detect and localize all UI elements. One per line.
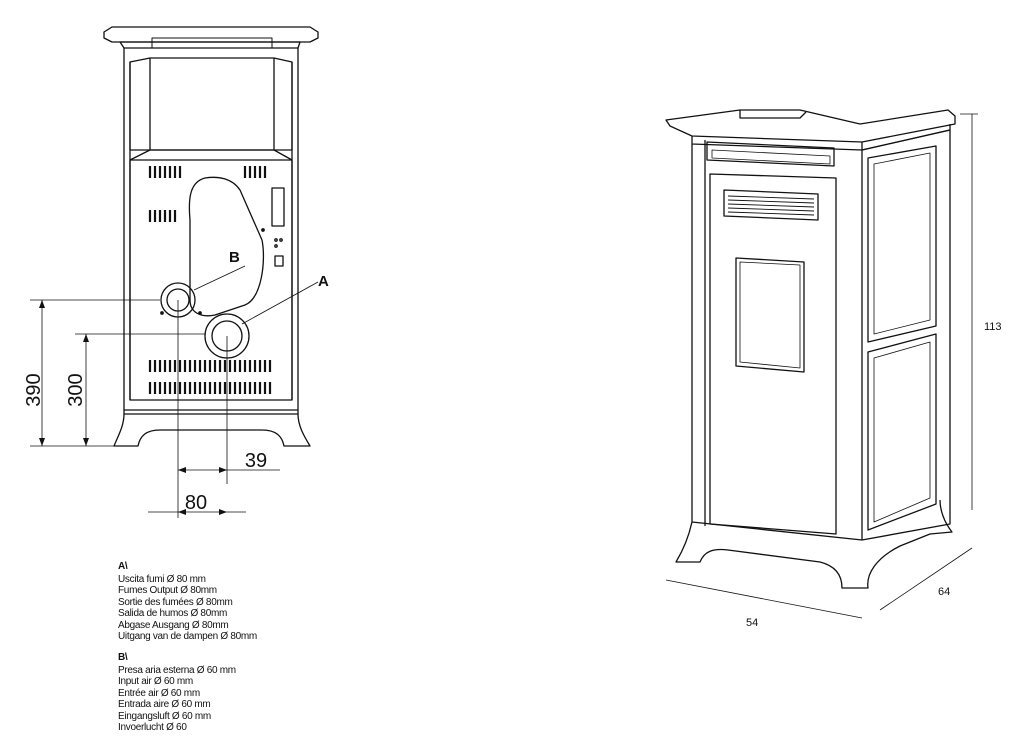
dim-offset-39: 39 — [245, 450, 267, 472]
legend-a-line: Fumes Output Ø 80mm — [118, 585, 217, 596]
perspective-dimension-lines — [665, 113, 978, 619]
legend-b-header: B\ — [118, 652, 128, 663]
legend-b-line: Entrée air Ø 60 mm — [118, 687, 200, 699]
legend-b-line: Invoerlucht Ø 60 — [118, 722, 187, 733]
legend-b-line: Presa aria esterna Ø 60 mm — [118, 664, 236, 676]
perspective-view — [665, 109, 956, 589]
legend-a-header: A\ — [118, 561, 128, 572]
legend-b-line: Entrada aire Ø 60 mm — [118, 699, 211, 710]
dim-height-113: 113 — [984, 321, 1002, 333]
legend-a-line: Uitgang van de dampen Ø 80mm — [118, 631, 257, 642]
dim-depth-64: 64 — [938, 586, 950, 598]
rear-view — [103, 26, 319, 447]
legend-b: B\ Presa aria esterna Ø 60 mm Input air … — [118, 652, 236, 734]
rear-dimension-lines — [30, 265, 319, 518]
legend-a-line: Sortie des fumées Ø 80mm — [118, 596, 233, 608]
dim-height-300: 300 — [65, 373, 87, 406]
legend-a-line: Abgase Ausgang Ø 80mm — [118, 619, 229, 631]
callout-b: B — [229, 249, 240, 266]
dim-width-80: 80 — [185, 492, 207, 514]
legend-b-line: Eingangsluft Ø 60 mm — [118, 710, 211, 722]
legend-a: A\ Uscita fumi Ø 80 mm Fumes Output Ø 80… — [118, 561, 257, 643]
legend-b-line: Input air Ø 60 mm — [118, 676, 193, 687]
legend-a-line: Salida de humos Ø 80mm — [118, 608, 228, 619]
legend-a-line: Uscita fumi Ø 80 mm — [118, 573, 206, 585]
dim-height-390: 390 — [23, 373, 45, 406]
dim-width-54: 54 — [746, 617, 758, 629]
rear-dimension-arrows — [39, 300, 227, 515]
callout-a: A — [318, 273, 329, 290]
